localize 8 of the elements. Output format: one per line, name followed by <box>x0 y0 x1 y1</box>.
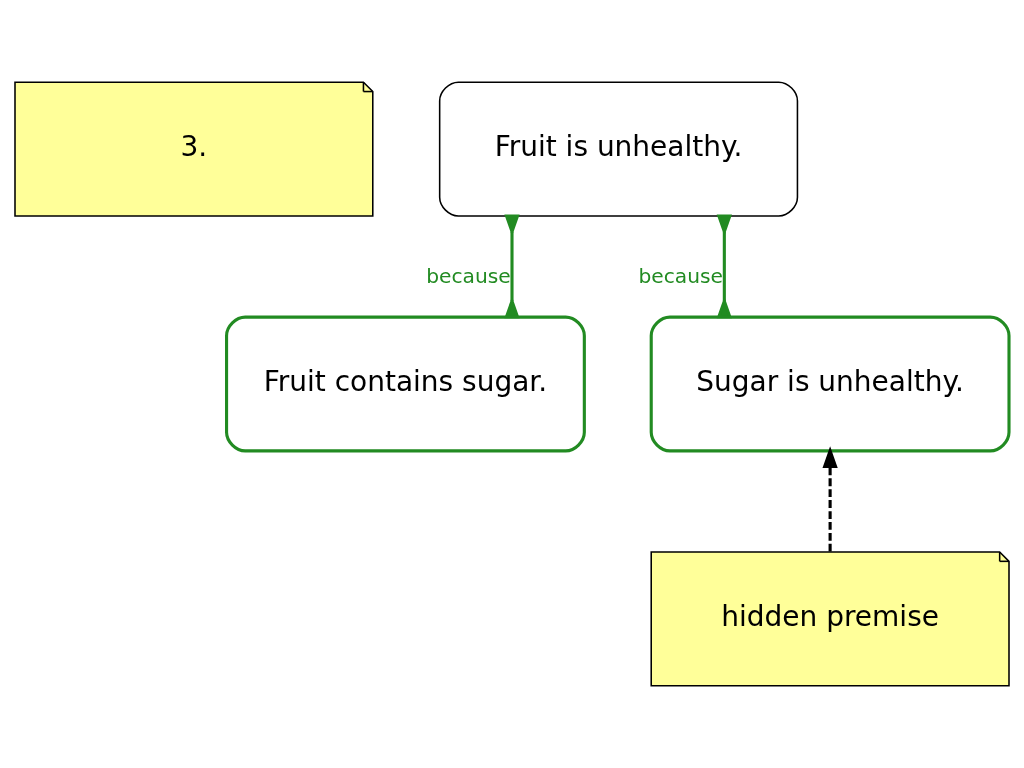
node-box: Fruit is unhealthy. <box>438 81 799 217</box>
node-box: Sugar is unhealthy. <box>649 315 1011 453</box>
edge-label: because <box>638 263 724 288</box>
connector <box>716 214 732 319</box>
arrow <box>822 446 838 552</box>
edge-label: because <box>426 263 511 288</box>
node-box: Fruit contains sugar. <box>225 315 586 453</box>
connector <box>504 214 520 319</box>
